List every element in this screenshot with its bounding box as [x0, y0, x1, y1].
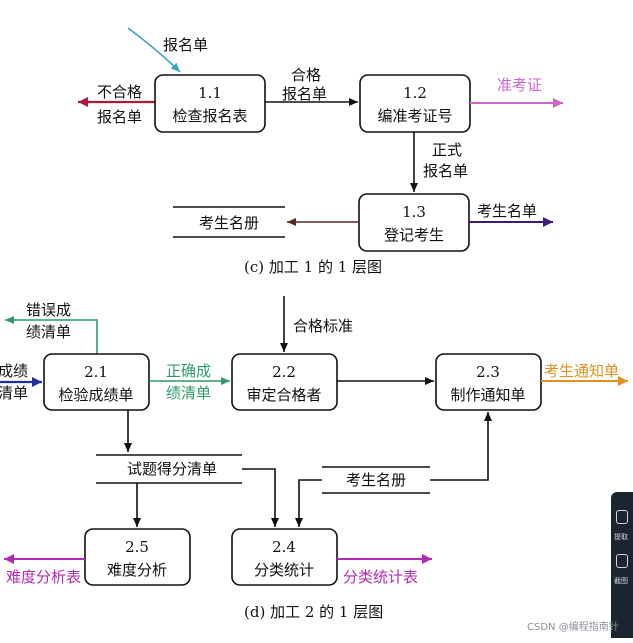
- caption-c: (c) 加工 1 的 1 层图: [244, 258, 382, 276]
- process-2-1-name: 检验成绩单: [58, 386, 133, 404]
- flow-pass-label-1: 合格: [291, 66, 321, 84]
- process-1-2-name: 编准考证号: [377, 107, 452, 125]
- flow-formal-label-1: 正式: [432, 141, 462, 159]
- process-2-3-id: 2.3: [476, 363, 500, 381]
- flow-notice-label: 考生通知单: [544, 362, 619, 380]
- flow-error-label-1: 错误成: [26, 301, 71, 319]
- process-1-1: [154, 74, 266, 133]
- process-2-5-name: 难度分析: [107, 561, 167, 579]
- store-roster-c-label: 考生名册: [199, 214, 259, 232]
- diagram-c: 报名单 不合格 报名单 1.1 检查报名表 合格 报名单 1.2 编准考证号 准…: [78, 27, 563, 276]
- process-2-2: [231, 353, 338, 411]
- process-2-1-id: 2.1: [84, 363, 108, 381]
- flow-roster-out-label: 考生名单: [477, 202, 537, 220]
- flow-error-arrow: [5, 316, 98, 355]
- flow-pass-label-2: 报名单: [282, 85, 327, 103]
- flow-reject-label-2: 报名单: [97, 108, 142, 126]
- flow-in-top-arrow: [127, 27, 181, 73]
- diagram-d: 错误成 绩清单 成绩 清单 2.1 检验成绩单 正确成 绩清单 合格标准 2.2…: [0, 296, 628, 621]
- flow-category-label: 分类统计表: [343, 568, 418, 586]
- process-2-2-name: 审定合格者: [246, 386, 321, 404]
- flow-error-label-2: 绩清单: [26, 323, 71, 341]
- flow-correct-label-2: 绩清单: [166, 384, 211, 402]
- process-1-1-id: 1.1: [198, 84, 222, 102]
- screenshot-icon[interactable]: [616, 554, 628, 568]
- flow-in-top-label: 报名单: [163, 36, 208, 54]
- flow-roster-to-2-4-arrow: [295, 479, 322, 527]
- process-2-1: [43, 353, 150, 411]
- store-roster-d-label: 考生名册: [346, 471, 406, 489]
- side-toolbar: 提取 截图: [611, 492, 633, 638]
- process-1-1-name: 检查报名表: [172, 107, 247, 125]
- process-1-3-name: 登记考生: [384, 226, 444, 244]
- flow-correct-label-1: 正确成: [166, 362, 211, 380]
- extract-icon[interactable]: [616, 510, 628, 524]
- flow-standard-label: 合格标准: [293, 317, 353, 335]
- process-1-3-id: 1.3: [402, 203, 426, 221]
- flow-in-left-label-2: 清单: [0, 384, 28, 402]
- flow-difficulty-label: 难度分析表: [6, 568, 81, 586]
- flow-formal-label-2: 报名单: [423, 162, 468, 180]
- process-2-4-id: 2.4: [272, 538, 296, 556]
- flow-roster-to-2-3-arrow: [430, 412, 492, 481]
- flow-in-left-label-1: 成绩: [0, 362, 28, 380]
- process-2-4: [231, 528, 338, 586]
- caption-d: (d) 加工 2 的 1 层图: [244, 603, 383, 621]
- flow-scores-to-2-4-arrow: [242, 468, 279, 527]
- extract-label: 提取: [614, 533, 628, 541]
- watermark: CSDN @编程指南针: [527, 622, 619, 633]
- process-2-4-name: 分类统计: [254, 561, 314, 579]
- process-2-5: [84, 528, 191, 586]
- store-scores-label: 试题得分清单: [127, 460, 217, 478]
- process-2-3-name: 制作通知单: [450, 386, 525, 404]
- process-1-2-id: 1.2: [403, 84, 427, 102]
- screenshot-label: 截图: [614, 577, 628, 585]
- flow-reject-label-1: 不合格: [97, 83, 142, 101]
- process-2-2-id: 2.2: [272, 363, 296, 381]
- flow-ticket-label: 准考证: [497, 76, 542, 94]
- process-2-5-id: 2.5: [125, 538, 149, 556]
